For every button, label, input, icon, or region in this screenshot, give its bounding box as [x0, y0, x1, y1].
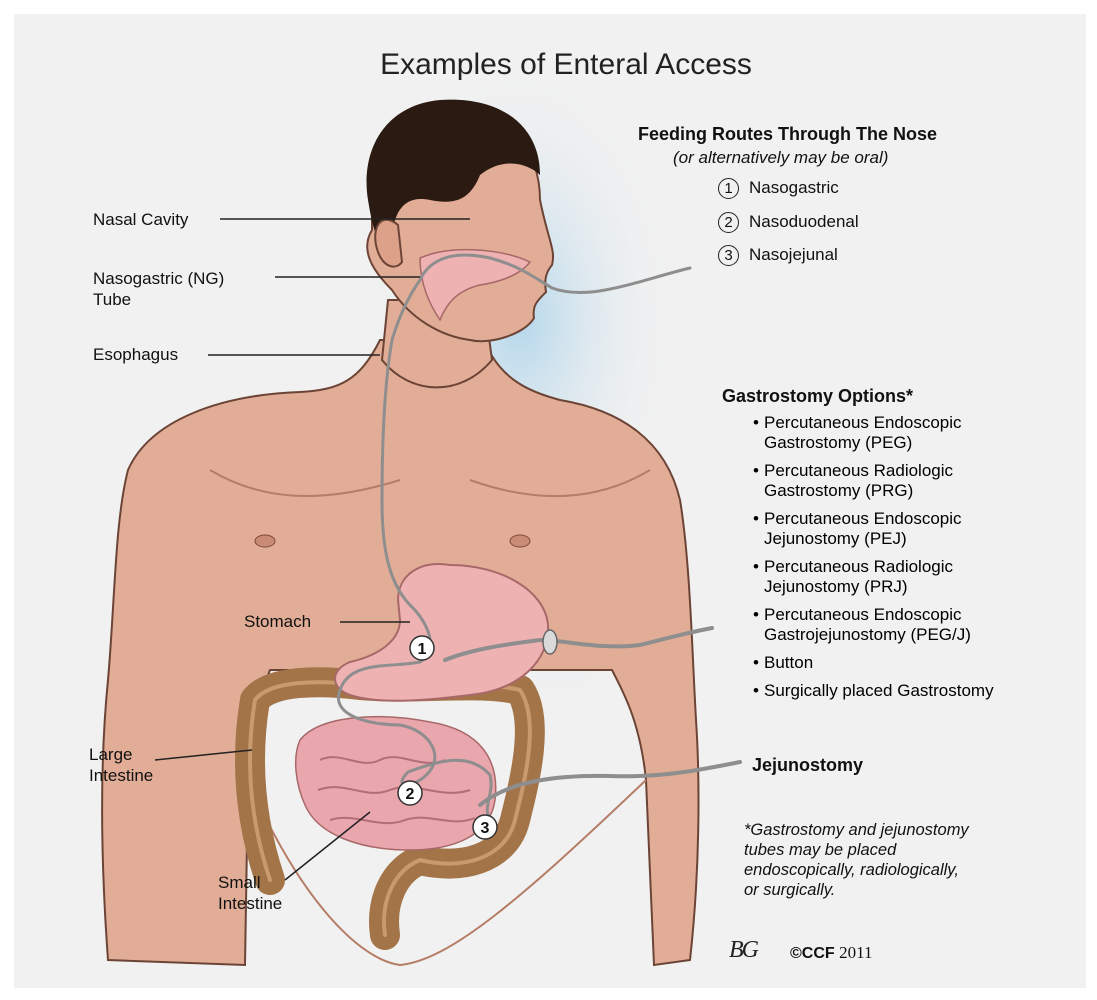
marker-2-icon: 2	[398, 781, 422, 805]
list-item: Button	[748, 653, 1078, 673]
diagram-title: Examples of Enteral Access	[0, 48, 1097, 82]
list-item: Surgically placed Gastrostomy	[748, 681, 1078, 701]
gastrostomy-heading: Gastrostomy Options*	[722, 386, 913, 407]
label-esophagus: Esophagus	[93, 344, 178, 365]
label-small-intestine: Small Intestine	[218, 872, 282, 914]
copyright-symbol: ©CCF	[790, 945, 835, 962]
small-intestine	[296, 717, 496, 850]
footnote: *Gastrostomy and jejunostomy tubes may b…	[744, 820, 969, 900]
list-item: Percutaneous Endoscopic Gastrojejunostom…	[748, 605, 1078, 645]
jejunostomy-label: Jejunostomy	[752, 755, 863, 776]
list-item: Percutaneous Radiologic Jejunostomy (PRJ…	[748, 557, 1078, 597]
list-item: Percutaneous Endoscopic Gastrostomy (PEG…	[748, 413, 1078, 453]
marker-3-icon: 3	[473, 815, 497, 839]
label-stomach: Stomach	[244, 611, 311, 632]
nose-routes-subheading: (or alternatively may be oral)	[673, 148, 888, 168]
list-item: Percutaneous Radiologic Gastrostomy (PRG…	[748, 461, 1078, 501]
route-item: 1 Nasogastric	[718, 177, 839, 199]
marker-1-icon: 1	[410, 636, 434, 660]
route-number-icon: 1	[718, 178, 739, 199]
left-nipple	[255, 535, 275, 547]
route-item: 2 Nasoduodenal	[718, 211, 859, 233]
marker-3-label: 3	[481, 820, 490, 837]
route-item: 3 Nasojejunal	[718, 244, 838, 266]
copyright-year: 2011	[839, 943, 872, 962]
route-label-nasogastric: Nasogastric	[749, 178, 839, 197]
route-number-icon: 2	[718, 212, 739, 233]
copyright: ©CCF 2011	[790, 943, 873, 963]
nose-routes-heading: Feeding Routes Through The Nose	[638, 124, 937, 145]
label-large-intestine: Large Intestine	[89, 744, 153, 786]
route-label-nasoduodenal: Nasoduodenal	[749, 212, 859, 231]
route-label-nasojejunal: Nasojejunal	[749, 245, 838, 264]
gastrostomy-bumper	[543, 630, 557, 654]
list-item: Percutaneous Endoscopic Jejunostomy (PEJ…	[748, 509, 1078, 549]
label-ng-tube: Nasogastric (NG) Tube	[93, 268, 224, 310]
marker-1-label: 1	[418, 641, 427, 658]
artist-signature: BG	[729, 937, 757, 964]
right-nipple	[510, 535, 530, 547]
gastrostomy-options-list: Percutaneous Endoscopic Gastrostomy (PEG…	[748, 413, 1078, 709]
marker-2-label: 2	[406, 786, 415, 803]
route-number-icon: 3	[718, 245, 739, 266]
label-nasal-cavity: Nasal Cavity	[93, 209, 188, 230]
